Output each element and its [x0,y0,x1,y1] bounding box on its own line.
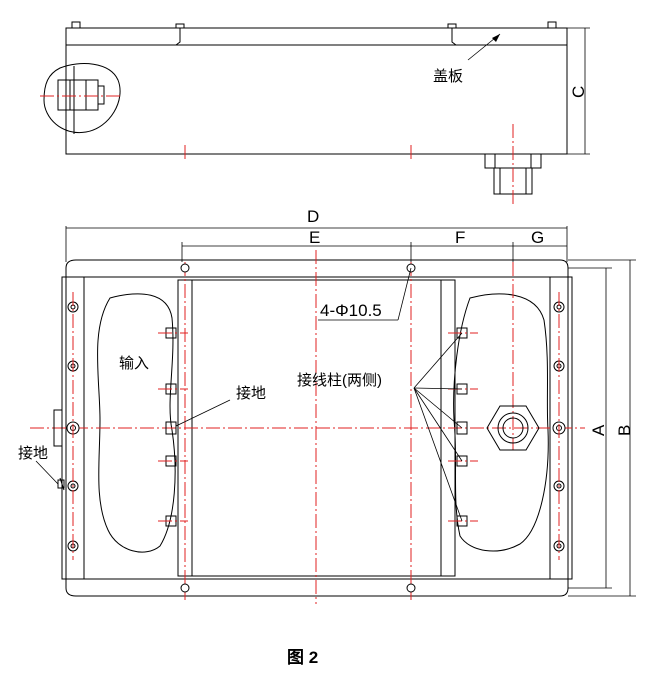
base-plate [65,259,569,597]
inner-ground-label: 接地 [236,385,266,402]
cover-plate-label: 盖板 [433,67,463,85]
cover-plate-right [451,28,457,46]
dimension-d-label: D [307,207,319,226]
side-view-body [65,27,568,155]
dimension-efg: E F G [181,228,567,262]
dimension-a: A [568,267,612,589]
dimension-g-label: G [531,228,544,247]
holes-label: 4-Φ10.5 [320,301,382,320]
cable-gland-plan [486,405,540,451]
left-terminal-posts [158,327,188,527]
dimension-c: C [567,27,590,155]
dimension-a-label: A [589,424,608,436]
input-connector-side [40,63,121,134]
dimension-f-label: F [455,228,465,247]
input-label: 输入 [119,355,149,372]
outer-ground-label: 接地 [18,445,48,462]
mounting-holes [180,263,416,593]
dimension-b: B [568,259,636,597]
mounting-hole [406,583,416,593]
left-terminal-zone [97,293,176,553]
figure-caption: 图 2 [287,648,318,667]
terminal-posts-label: 接线柱(两侧) [297,372,382,389]
dimension-d: D [65,207,568,262]
side-view: 盖板 C [40,21,590,206]
mounting-hole [180,263,190,273]
cable-gland-side [484,124,542,206]
plan-view: D E F G [18,207,636,604]
dimension-e-label: E [309,228,320,247]
cover-plate-left [66,27,181,46]
right-terminal-zone [453,293,549,552]
leaders [35,267,463,522]
dimension-c-label: C [569,86,588,98]
dimension-b-label: B [615,425,634,436]
right-terminal-posts [448,327,478,527]
mounting-hole [180,583,190,593]
